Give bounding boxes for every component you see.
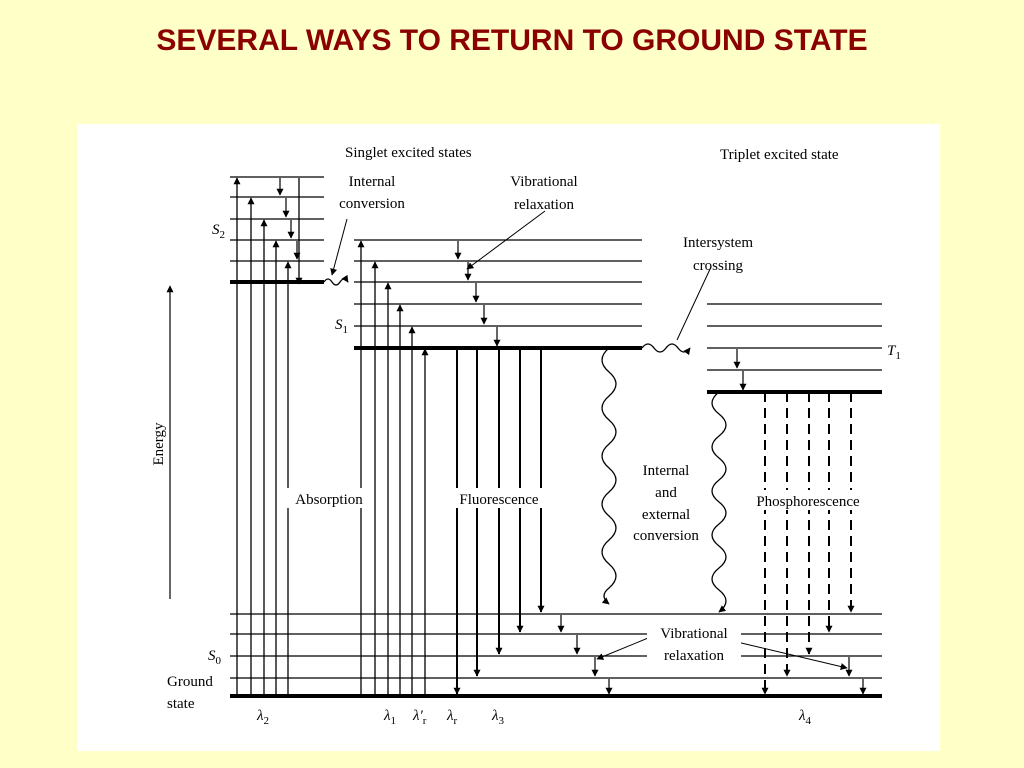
lambda-1-label: λ1 (383, 708, 396, 727)
lambda-4-label: λ4 (798, 708, 812, 727)
fluorescence-label: Fluorescence (459, 492, 538, 508)
s1-levels (354, 239, 642, 350)
s0-levels (230, 613, 882, 698)
jablonski-diagram: Energy (77, 124, 940, 751)
internal-conversion-label-2: conversion (339, 196, 405, 212)
internal-external-conversion-wave (601, 347, 617, 605)
s2-relaxation-arrows (276, 178, 301, 260)
ie-conversion-label-4: conversion (633, 528, 699, 544)
vib-relax-bottom-label-1: Vibrational (660, 626, 727, 642)
absorption-arrows (233, 177, 429, 696)
jablonski-diagram-svg: Energy (151, 145, 901, 727)
vib-relax-pointer-left (596, 635, 654, 660)
t1-label: T1 (887, 343, 901, 362)
phosphorescence-label-bg (745, 490, 871, 510)
vib-relax-pointer-right (736, 641, 848, 670)
isc-label-1: Intersystem (683, 235, 753, 251)
s2-label: S2 (212, 222, 225, 241)
fluorescence-label-bg (449, 488, 549, 508)
phosphorescence-label: Phosphorescence (756, 494, 860, 510)
ie-conversion-label-1: Internal (643, 463, 690, 479)
vib-relax-bottom-label-bg (647, 625, 741, 665)
ie-conversion-label-2: and (655, 485, 677, 501)
vib-relax-pointer (466, 210, 546, 270)
t1-relaxation-arrows (733, 349, 747, 391)
vib-relax-bottom-label-2: relaxation (664, 648, 724, 664)
lambda-2-label: λ2 (256, 708, 269, 727)
singlet-heading: Singlet excited states (345, 145, 472, 161)
s1-label: S1 (335, 317, 348, 336)
intersystem-crossing-squiggle (641, 343, 691, 356)
lambda-r-label: λr (446, 708, 458, 727)
energy-axis-label: Energy (151, 422, 167, 466)
ground-state-label-1: Ground (167, 674, 213, 690)
ground-state-label-2: state (167, 696, 195, 712)
s2-levels (230, 176, 324, 284)
absorption-label-bg (285, 488, 371, 508)
triplet-heading: Triplet excited state (720, 147, 839, 163)
ie-conversion-label-3: external (642, 507, 690, 523)
internal-conversion-squiggle (323, 274, 349, 286)
s1-relaxation-arrows (454, 241, 501, 347)
fluorescence-arrows (453, 348, 545, 695)
phosphorescence-arrows (761, 392, 855, 695)
isc-label-2: crossing (693, 258, 743, 274)
internal-conversion-label-1: Internal (349, 174, 396, 190)
lambda-3-label: λ3 (491, 708, 505, 727)
vib-relax-top-label-1: Vibrational (510, 174, 577, 190)
lambda-r-prime-label: λ′r (412, 708, 427, 727)
s0-label: S0 (208, 648, 222, 667)
s0-relaxation-arrows (557, 615, 867, 695)
t1-conversion-wave (711, 391, 727, 613)
absorption-label: Absorption (295, 492, 363, 508)
isc-pointer (676, 266, 712, 341)
int-conv-pointer (330, 218, 348, 276)
t1-levels (707, 303, 882, 394)
vib-relax-top-label-2: relaxation (514, 197, 574, 213)
slide-title: SEVERAL WAYS TO RETURN TO GROUND STATE (156, 24, 868, 57)
